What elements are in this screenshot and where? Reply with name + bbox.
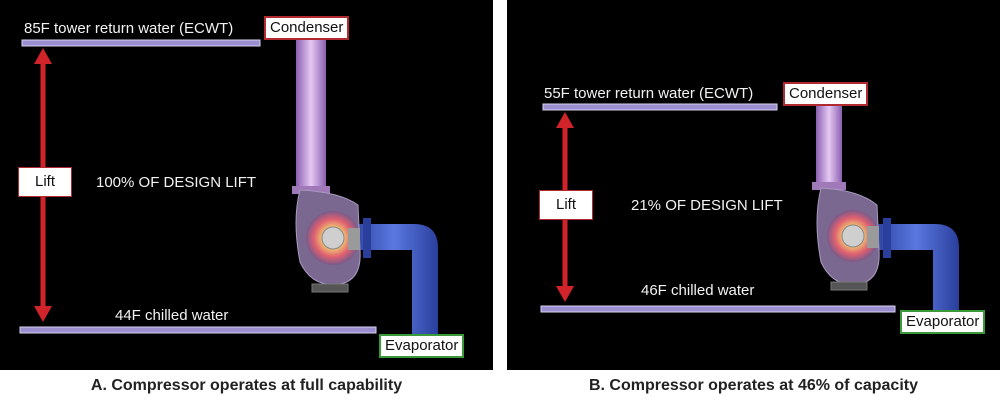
evaporator-pipe bbox=[350, 224, 438, 340]
tower-water-label: 85F tower return water (ECWT) bbox=[24, 20, 234, 37]
evaporator-pipe bbox=[873, 224, 959, 310]
panel-a: 85F tower return water (ECWT) Condenser … bbox=[0, 0, 493, 370]
tower-water-label: 55F tower return water (ECWT) bbox=[544, 85, 754, 102]
chilled-water-line bbox=[540, 305, 896, 313]
panel-b-caption: B. Compressor operates at 46% of capacit… bbox=[588, 377, 918, 394]
chilled-water-label: 46F chilled water bbox=[641, 282, 755, 299]
panel-b: 55F tower return water (ECWT) Condenser … bbox=[507, 0, 1000, 370]
condenser-flange bbox=[292, 186, 330, 194]
evaporator-flange bbox=[363, 218, 371, 258]
evaporator-label: Evaporator bbox=[900, 310, 986, 334]
compressor-icon bbox=[295, 189, 361, 293]
tower-water-line bbox=[542, 103, 778, 111]
condenser-flange bbox=[812, 182, 846, 190]
evaporator-label: Evaporator bbox=[379, 334, 465, 358]
chilled-water-line bbox=[19, 326, 377, 334]
design-lift-label: 100% OF DESIGN LIFT bbox=[96, 174, 257, 191]
panel-a-graphic bbox=[19, 39, 438, 340]
lift-label: Lift bbox=[18, 167, 72, 197]
condenser-label: Condenser bbox=[783, 82, 869, 106]
tower-water-line bbox=[21, 39, 261, 47]
chilled-water-label: 44F chilled water bbox=[115, 307, 229, 324]
condenser-label: Condenser bbox=[264, 16, 350, 40]
panel-a-caption: A. Compressor operates at full capabilit… bbox=[90, 377, 403, 394]
compressor-icon bbox=[816, 187, 880, 291]
condenser-pipe bbox=[816, 104, 842, 188]
panel-b-graphic bbox=[540, 103, 959, 313]
design-lift-label: 21% OF DESIGN LIFT bbox=[631, 197, 783, 214]
lift-label: Lift bbox=[539, 190, 593, 220]
evaporator-flange bbox=[883, 218, 891, 258]
condenser-pipe bbox=[296, 40, 326, 192]
